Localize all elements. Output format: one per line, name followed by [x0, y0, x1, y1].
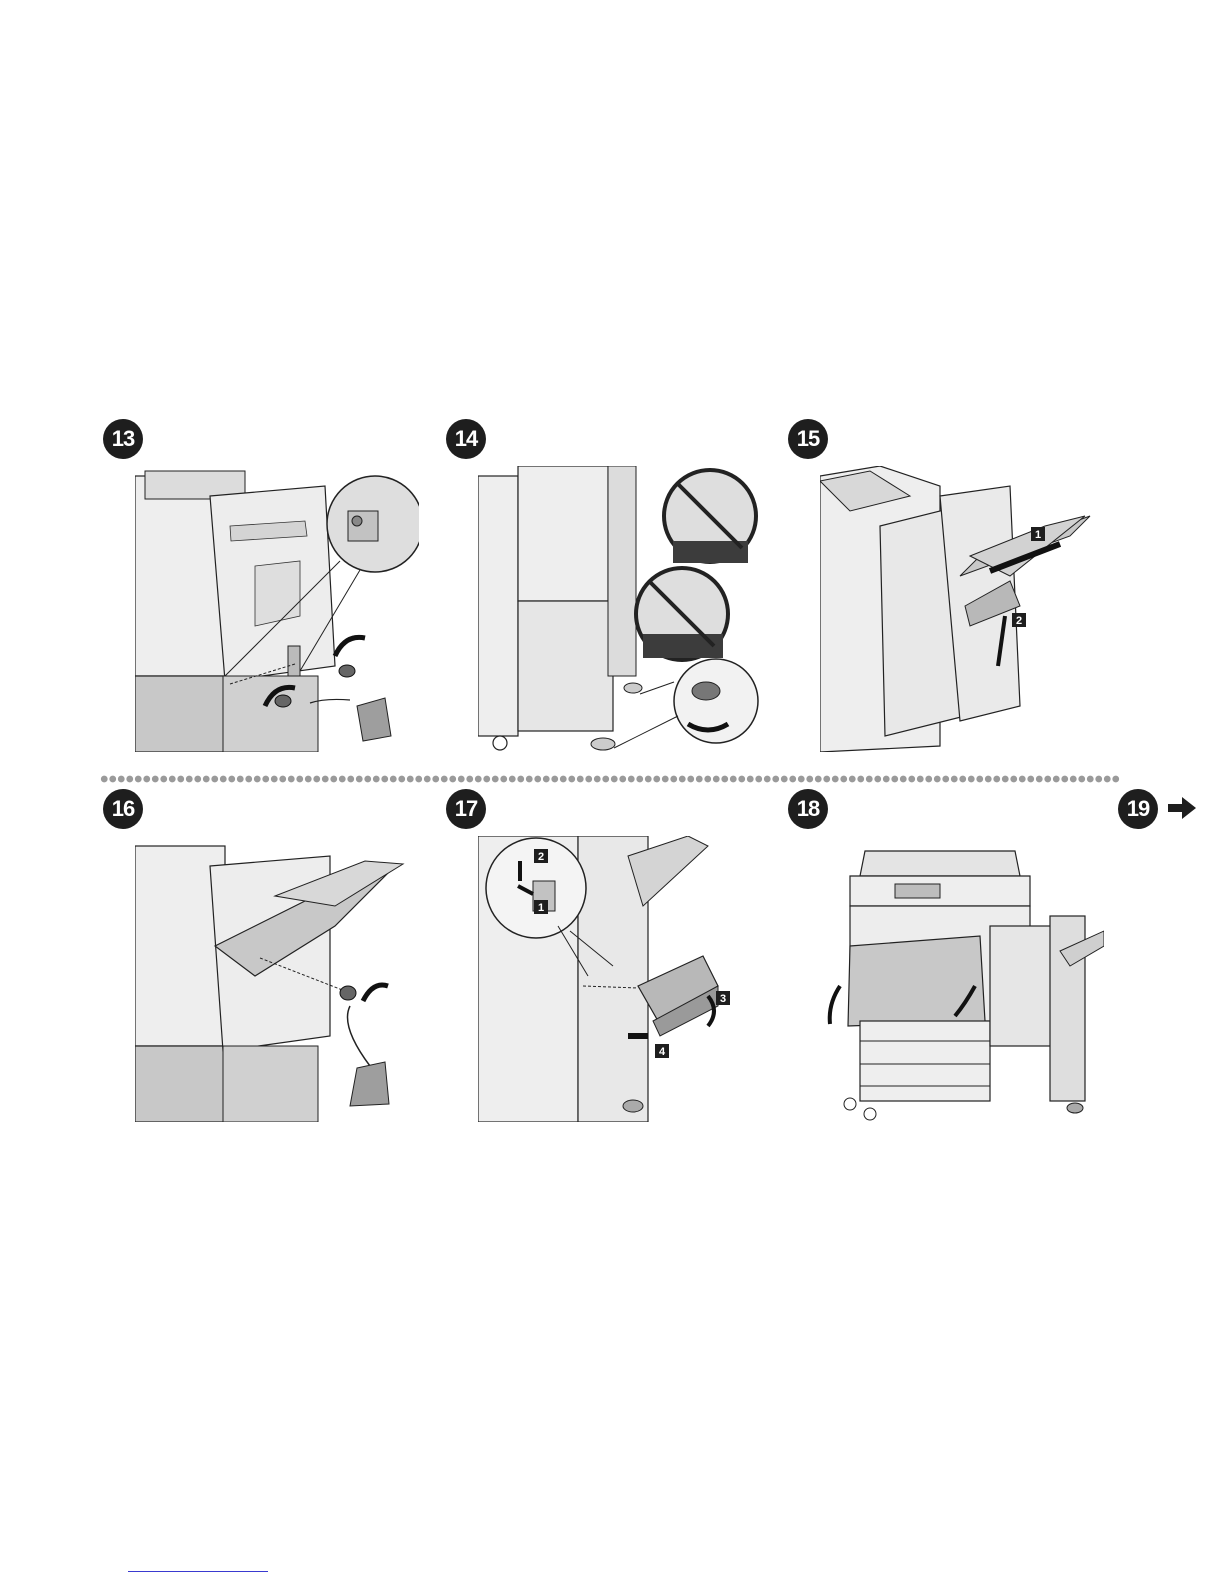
step-18-badge: 18 — [788, 789, 828, 829]
callout-3-label: 3 — [720, 993, 726, 1005]
step-18-illustration — [820, 836, 1104, 1122]
step-19-badge: 19 — [1118, 789, 1158, 829]
step-15-illustration: 1 2 — [820, 466, 1104, 752]
callout-1-label: 1 — [538, 902, 544, 914]
step-14-badge: 14 — [446, 419, 486, 459]
callout-1-label: 1 — [1035, 529, 1041, 541]
callout-4-label: 4 — [659, 1046, 666, 1058]
section-divider — [100, 775, 1120, 783]
step-13-badge: 13 — [103, 419, 143, 459]
callout-2-label: 2 — [1016, 615, 1022, 627]
step-13-illustration — [135, 466, 419, 752]
step-17-illustration: 2 1 3 4 — [478, 836, 762, 1122]
step-16-badge: 16 — [103, 789, 143, 829]
step-16-illustration — [135, 836, 419, 1122]
step-17-badge: 17 — [446, 789, 486, 829]
footer-rule — [128, 1571, 268, 1572]
step-15-badge: 15 — [788, 419, 828, 459]
arrow-right-icon — [1168, 797, 1196, 819]
callout-2-label: 2 — [538, 851, 544, 863]
step-14-illustration — [478, 466, 762, 752]
